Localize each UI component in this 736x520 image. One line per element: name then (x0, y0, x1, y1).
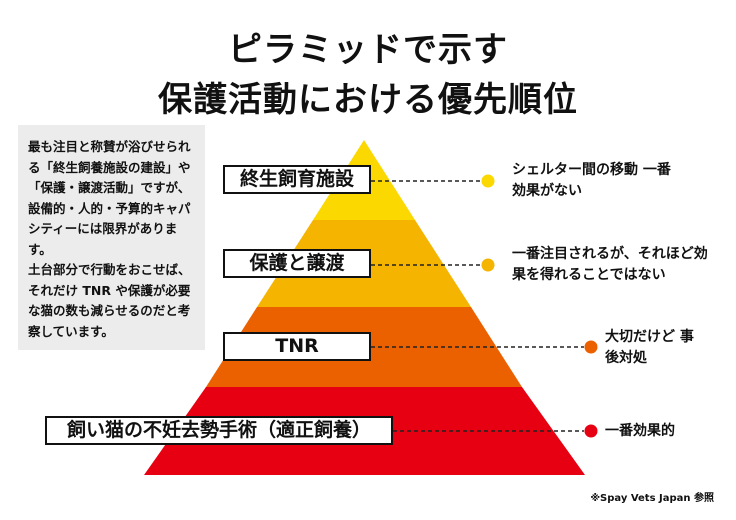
tier-label-lifetime-facility: 終生飼育施設 (223, 165, 371, 194)
tier-dot (481, 174, 495, 188)
source-note: ※Spay Vets Japan 参照 (590, 493, 714, 504)
explanation-paragraph-2: 土台部分で行動をおこせば、それだけ TNR や保護が必要な猫の数も減らせるのだと… (28, 262, 191, 339)
explanation-box: 最も注目と称賛が浴びせられる「終生飼養施設の建設」や「保護・譲渡活動」ですが、設… (18, 125, 205, 350)
tier-dot (481, 258, 495, 272)
tier-description-1: シェルター間の移動 一番効果がない (512, 162, 671, 199)
tier-label-spay-neuter: 飼い猫の不妊去勢手術（適正飼養） (45, 416, 393, 445)
tier-label-tnr: TNR (223, 332, 371, 361)
title-line-1: ピラミッドで示す (228, 30, 508, 70)
tier-description-2: 一番注目されるが、それほど効果を得れることではない (512, 246, 708, 283)
tier-description-3: 大切だけど 事後対処 (605, 329, 694, 366)
tier-dot (584, 424, 598, 438)
explanation-paragraph-1: 最も注目と称賛が浴びせられる「終生飼養施設の建設」や「保護・譲渡活動」ですが、設… (28, 139, 191, 257)
tier-dot (584, 340, 598, 354)
title-line-2: 保護活動における優先順位 (158, 80, 578, 120)
connector-lines (371, 180, 584, 432)
tier-description-4: 一番効果的 (605, 423, 675, 439)
tier-label-rescue-adoption: 保護と譲渡 (223, 249, 371, 278)
